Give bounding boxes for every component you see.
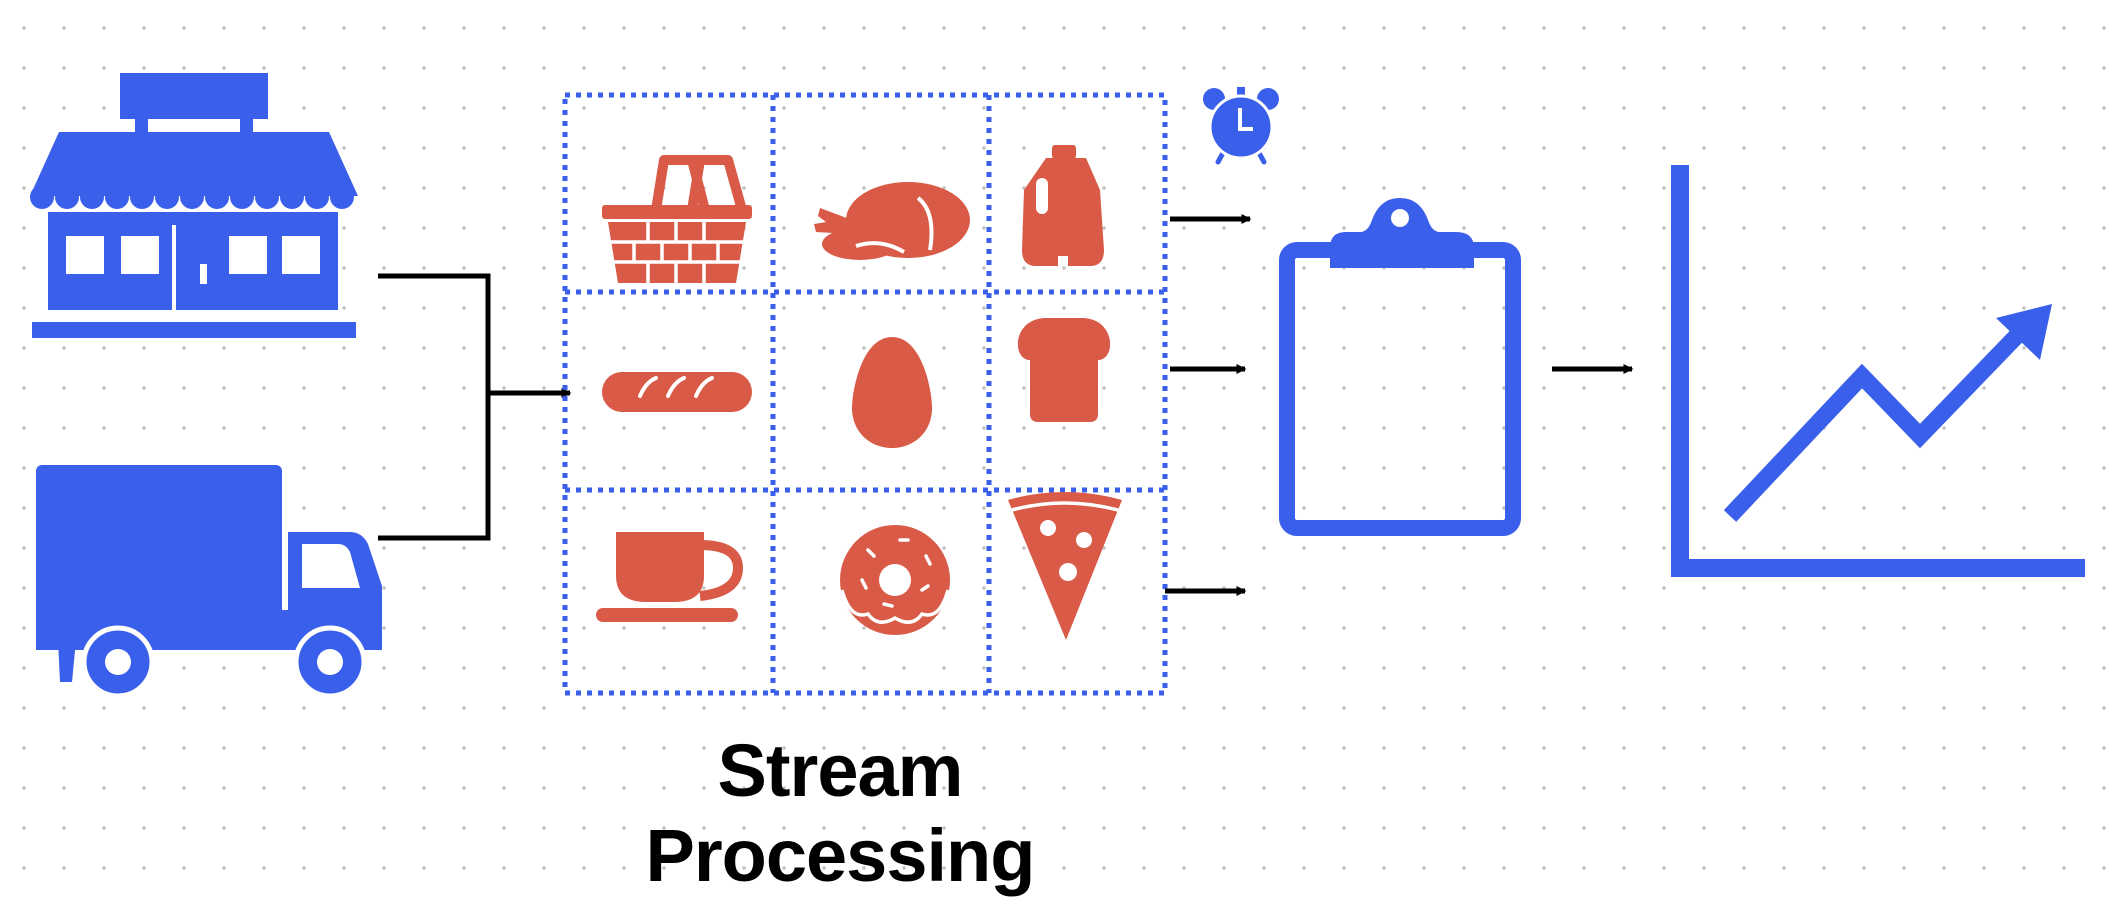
- picnic-basket-icon: [602, 155, 752, 283]
- stream-window-grid: [562, 92, 1168, 696]
- milk-jug-icon: [1022, 145, 1104, 266]
- diagram-canvas: [30, 73, 2085, 699]
- donut-icon: [840, 525, 950, 635]
- alarm-clock-icon: [1203, 87, 1279, 165]
- diagram-caption: Stream Processing: [645, 729, 1036, 897]
- bread-loaf-icon: [1017, 318, 1111, 422]
- store-awning-scallops: [30, 185, 354, 209]
- clipboard-icon: [1279, 198, 1521, 536]
- roast-chicken-icon: [814, 182, 970, 260]
- store-windows: [66, 225, 320, 310]
- output-arrows: [1165, 214, 1252, 596]
- merge-connector: [378, 273, 572, 541]
- rising-line-chart-icon: [1671, 165, 2085, 577]
- pizza-slice-icon: [1008, 492, 1122, 640]
- delivery-truck-icon: [36, 465, 382, 699]
- baguette-icon: [602, 372, 752, 412]
- coffee-cup-icon: [596, 532, 744, 622]
- egg-icon: [852, 337, 932, 448]
